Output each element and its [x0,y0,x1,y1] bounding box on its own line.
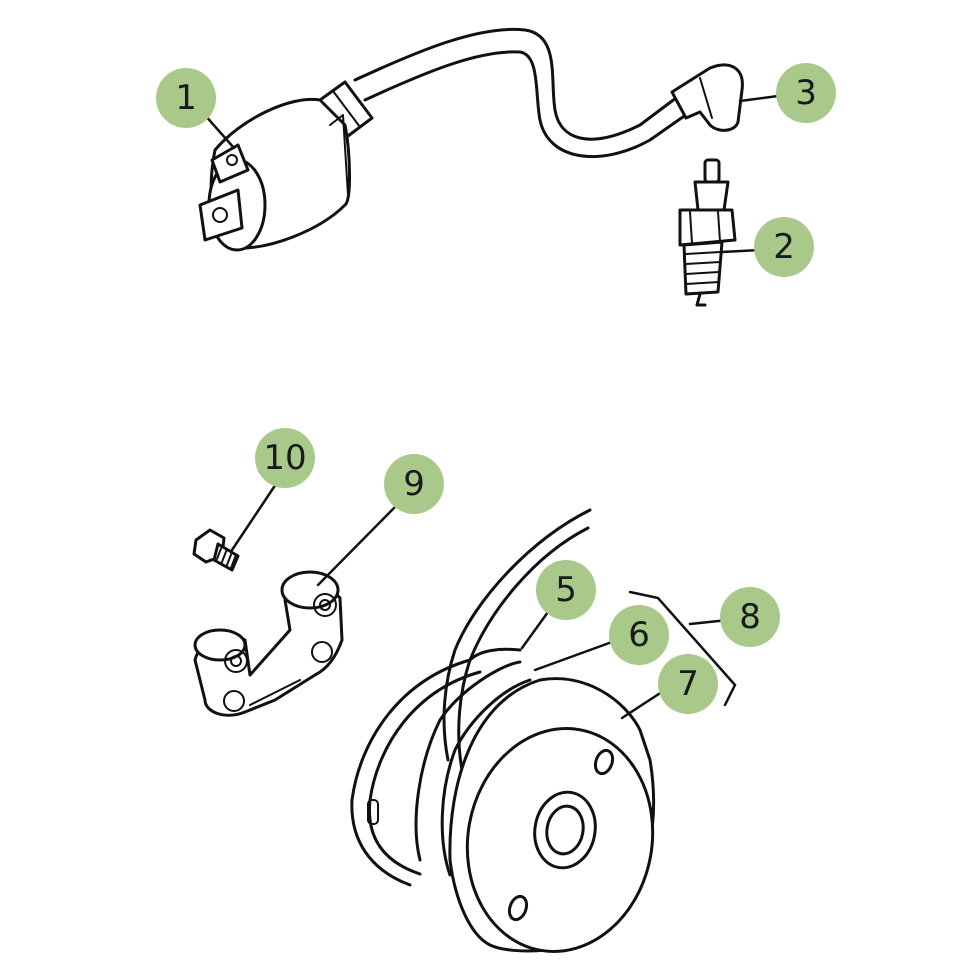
callout-8: 8 [720,587,780,647]
callout-1-label: 1 [175,78,197,118]
callout-7-label: 7 [677,664,699,704]
callout-10-label: 10 [263,438,306,478]
callout-5-label: 5 [555,570,577,610]
callout-6: 6 [609,605,669,665]
callout-2: 2 [754,217,814,277]
callout-9: 9 [384,454,444,514]
callout-7: 7 [658,654,718,714]
bracket-drawing [193,570,344,717]
callout-6-badge [609,605,669,665]
callout-5-badge [536,560,596,620]
callout-8-label: 8 [739,597,761,637]
callout-10: 10 [255,428,315,488]
leader-lines [202,94,780,720]
callout-1: 1 [156,68,216,128]
spark-plug-drawing [678,158,737,307]
callout-2-badge [754,217,814,277]
plug-cap-drawing [670,63,744,132]
callout-8-badge [720,587,780,647]
callout-2-label: 2 [773,227,795,267]
callout-3: 3 [776,63,836,123]
callout-9-label: 9 [403,464,425,504]
callout-3-badge [776,63,836,123]
callout-7-badge [658,654,718,714]
callout-9-badge [384,454,444,514]
callout-6-label: 6 [628,615,650,655]
callout-1-badge [156,68,216,128]
bolt-drawing [192,528,240,572]
group-bracket-8 [628,590,737,707]
ignition-coil-drawing [198,27,692,252]
flywheel-drawing [350,508,656,953]
callout-3-label: 3 [795,73,817,113]
callout-10-badge [255,428,315,488]
callout-5: 5 [536,560,596,620]
